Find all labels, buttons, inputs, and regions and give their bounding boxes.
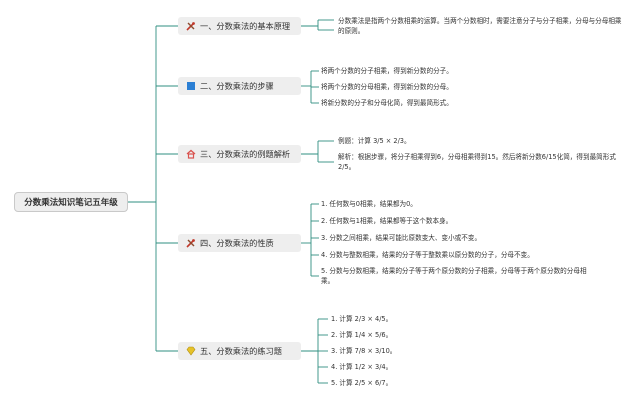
- branch-properties: 四、分数乘法的性质: [178, 234, 301, 252]
- leaf-text: 5. 分数与分数相乘，结果的分子等于两个原分数的分子相乘，分母等于两个原分数的分…: [321, 267, 587, 285]
- branch-label: 四、分数乘法的性质: [200, 238, 274, 248]
- leaf-text: 将两个分数的分子相乘，得到新分数的分子。: [321, 67, 453, 75]
- leaf-text: 将两个分数的分母相乘，得到新分数的分母。: [321, 83, 453, 91]
- branch-steps: 二、分数乘法的步骤: [178, 77, 301, 95]
- blue-square-icon: [186, 81, 196, 91]
- leaf-text: 3. 分数之间相乘，结果可能比原数变大、变小或不变。: [321, 234, 482, 242]
- gem-icon: [186, 346, 196, 356]
- leaf-text: 1. 计算 2/3 × 4/5。: [331, 315, 393, 323]
- branch-label: 二、分数乘法的步骤: [200, 81, 274, 91]
- branch-basic-principle: 一、分数乘法的基本原理: [178, 17, 301, 35]
- leaf-text: 2. 计算 1/4 × 5/6。: [331, 331, 393, 339]
- leaf-text: 分数乘法是指两个分数相乘的运算。当两个分数相时，需要注意分子与分子相乘，分母与分…: [338, 17, 622, 35]
- leaf-text: 5. 计算 2/5 × 6/7。: [331, 379, 393, 387]
- house-icon: [186, 149, 196, 159]
- branch-label: 一、分数乘法的基本原理: [200, 21, 291, 31]
- leaf-text: 4. 计算 1/2 × 3/4。: [331, 363, 393, 371]
- tools-icon: [186, 21, 196, 31]
- tools-icon: [186, 238, 196, 248]
- leaf-text: 将新分数的分子和分母化简，得到最简形式。: [321, 99, 453, 107]
- leaf-text: 4. 分数与整数相乘，结果的分子等于整数乘以原分数的分子，分母不变。: [321, 251, 534, 259]
- leaf-text: 2. 任何数与1相乘，结果都等于这个数本身。: [321, 217, 453, 225]
- branch-label: 五、分数乘法的练习题: [200, 346, 282, 356]
- leaf-text: 解析：根据步骤，将分子相乘得到6，分母相乘得到15。然后将新分数6/15化简，得…: [338, 153, 616, 171]
- root-label: 分数乘法知识笔记五年级: [24, 198, 118, 208]
- branch-example: 三、分数乘法的例题解析: [178, 145, 301, 163]
- leaf-text: 例题：计算 3/5 × 2/3。: [338, 137, 411, 145]
- branch-label: 三、分数乘法的例题解析: [200, 149, 291, 159]
- root-node: 分数乘法知识笔记五年级: [14, 192, 128, 212]
- branch-exercises: 五、分数乘法的练习题: [178, 342, 301, 360]
- leaf-text: 1. 任何数与0相乘，结果都为0。: [321, 200, 417, 208]
- leaf-text: 3. 计算 7/8 × 3/10。: [331, 347, 397, 355]
